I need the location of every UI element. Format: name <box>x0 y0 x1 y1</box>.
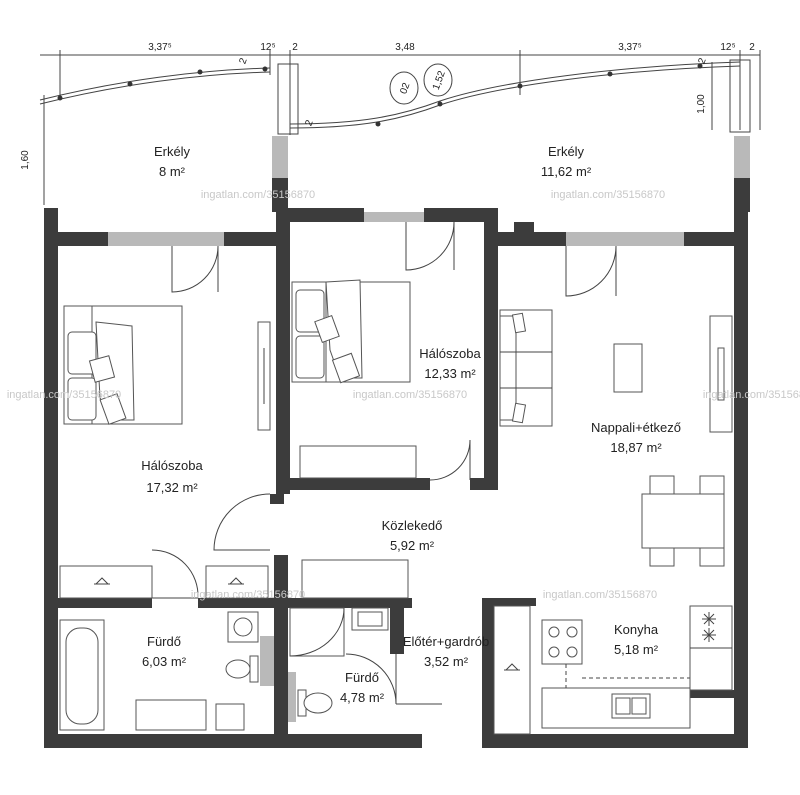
washing-machine <box>227 611 259 643</box>
dim-top-right-small: 12⁵ <box>720 42 735 53</box>
watermark: ingatlan.com/35156870 <box>7 389 121 401</box>
bed-middle <box>291 279 417 479</box>
room-area-bedroom-middle: 12,33 m² <box>424 366 476 381</box>
coffee-table <box>613 343 643 393</box>
walls <box>44 136 750 748</box>
dim-top-left-small: 12⁵ <box>260 42 275 53</box>
bathtub <box>59 619 105 731</box>
section-markers: 02 1,52 <box>389 63 453 105</box>
tv-unit <box>709 315 733 433</box>
dim-marker-2: 2 <box>304 118 316 127</box>
balcony-railing <box>39 50 761 205</box>
watermark: ingatlan.com/35156870 <box>353 389 467 401</box>
room-area-balcony-right: 11,62 m² <box>541 164 592 179</box>
room-area-bedroom-left: 17,32 m² <box>146 480 198 495</box>
room-name-entrance: Előtér+gardrób <box>403 634 489 649</box>
sink-right <box>351 607 389 631</box>
dim-top-mid: 3,48 <box>395 42 415 53</box>
entrance-wardrobe <box>493 605 531 735</box>
watermarks: ingatlan.com/35156870 ingatlan.com/35156… <box>7 189 800 601</box>
watermark: ingatlan.com/35156870 <box>201 189 315 201</box>
room-name-bathroom-right: Fürdő <box>345 670 379 685</box>
dining-table <box>641 475 725 567</box>
watermark: ingatlan.com/35156870 <box>551 189 665 201</box>
sofa <box>499 309 553 427</box>
room-area-kitchen: 5,18 m² <box>614 642 659 657</box>
room-name-corridor: Közlekedő <box>382 518 443 533</box>
watermark: ingatlan.com/35156870 <box>703 389 800 401</box>
dim-side-left: 1,60 <box>20 150 31 170</box>
circle-marker-1: 02 <box>398 81 412 96</box>
room-area-corridor: 5,92 m² <box>390 538 435 553</box>
room-name-kitchen: Konyha <box>614 622 659 637</box>
dim-marker-1: 2 <box>238 56 250 65</box>
dim-top-right: 3,37⁵ <box>618 42 642 53</box>
room-name-bedroom-middle: Hálószoba <box>419 346 481 361</box>
sink-left <box>135 699 245 731</box>
room-name-living: Nappali+étkező <box>591 420 681 435</box>
dim-top-left: 3,37⁵ <box>148 42 172 53</box>
furniture <box>59 279 733 735</box>
doors <box>151 221 617 705</box>
watermark: ingatlan.com/35156870 <box>543 589 657 601</box>
dim-top-left-tiny: 2 <box>292 42 298 53</box>
room-area-living: 18,87 m² <box>610 440 662 455</box>
bed-left <box>63 305 183 425</box>
toilet-left <box>225 655 259 683</box>
shower <box>289 607 345 657</box>
room-name-balcony-right: Erkély <box>548 144 585 159</box>
circle-marker-2: 1,52 <box>431 69 448 91</box>
room-area-bathroom-left: 6,03 m² <box>142 654 187 669</box>
kitchen-counter <box>541 605 733 729</box>
dim-top-right-tiny: 2 <box>749 42 755 53</box>
room-area-bathroom-right: 4,78 m² <box>340 690 385 705</box>
room-labels: Erkély 8 m² Erkély 11,62 m² Hálószoba 12… <box>141 144 681 705</box>
room-name-balcony-left: Erkély <box>154 144 191 159</box>
room-area-balcony-left: 8 m² <box>159 164 186 179</box>
dim-side-right: 1,00 <box>696 94 707 114</box>
dim-marker-3: 2 <box>697 56 709 65</box>
room-area-entrance: 3,52 m² <box>424 654 469 669</box>
room-name-bedroom-left: Hálószoba <box>141 458 203 473</box>
toilet-right <box>297 689 333 717</box>
watermark: ingatlan.com/35156870 <box>191 589 305 601</box>
dimension-labels: 3,37⁵ 12⁵ 2 3,48 3,37⁵ 12⁵ 2 1,60 1,00 2… <box>20 42 755 170</box>
corridor-cabinet <box>301 559 409 599</box>
wardrobe-left-bedroom <box>59 565 269 599</box>
room-name-bathroom-left: Fürdő <box>147 634 181 649</box>
